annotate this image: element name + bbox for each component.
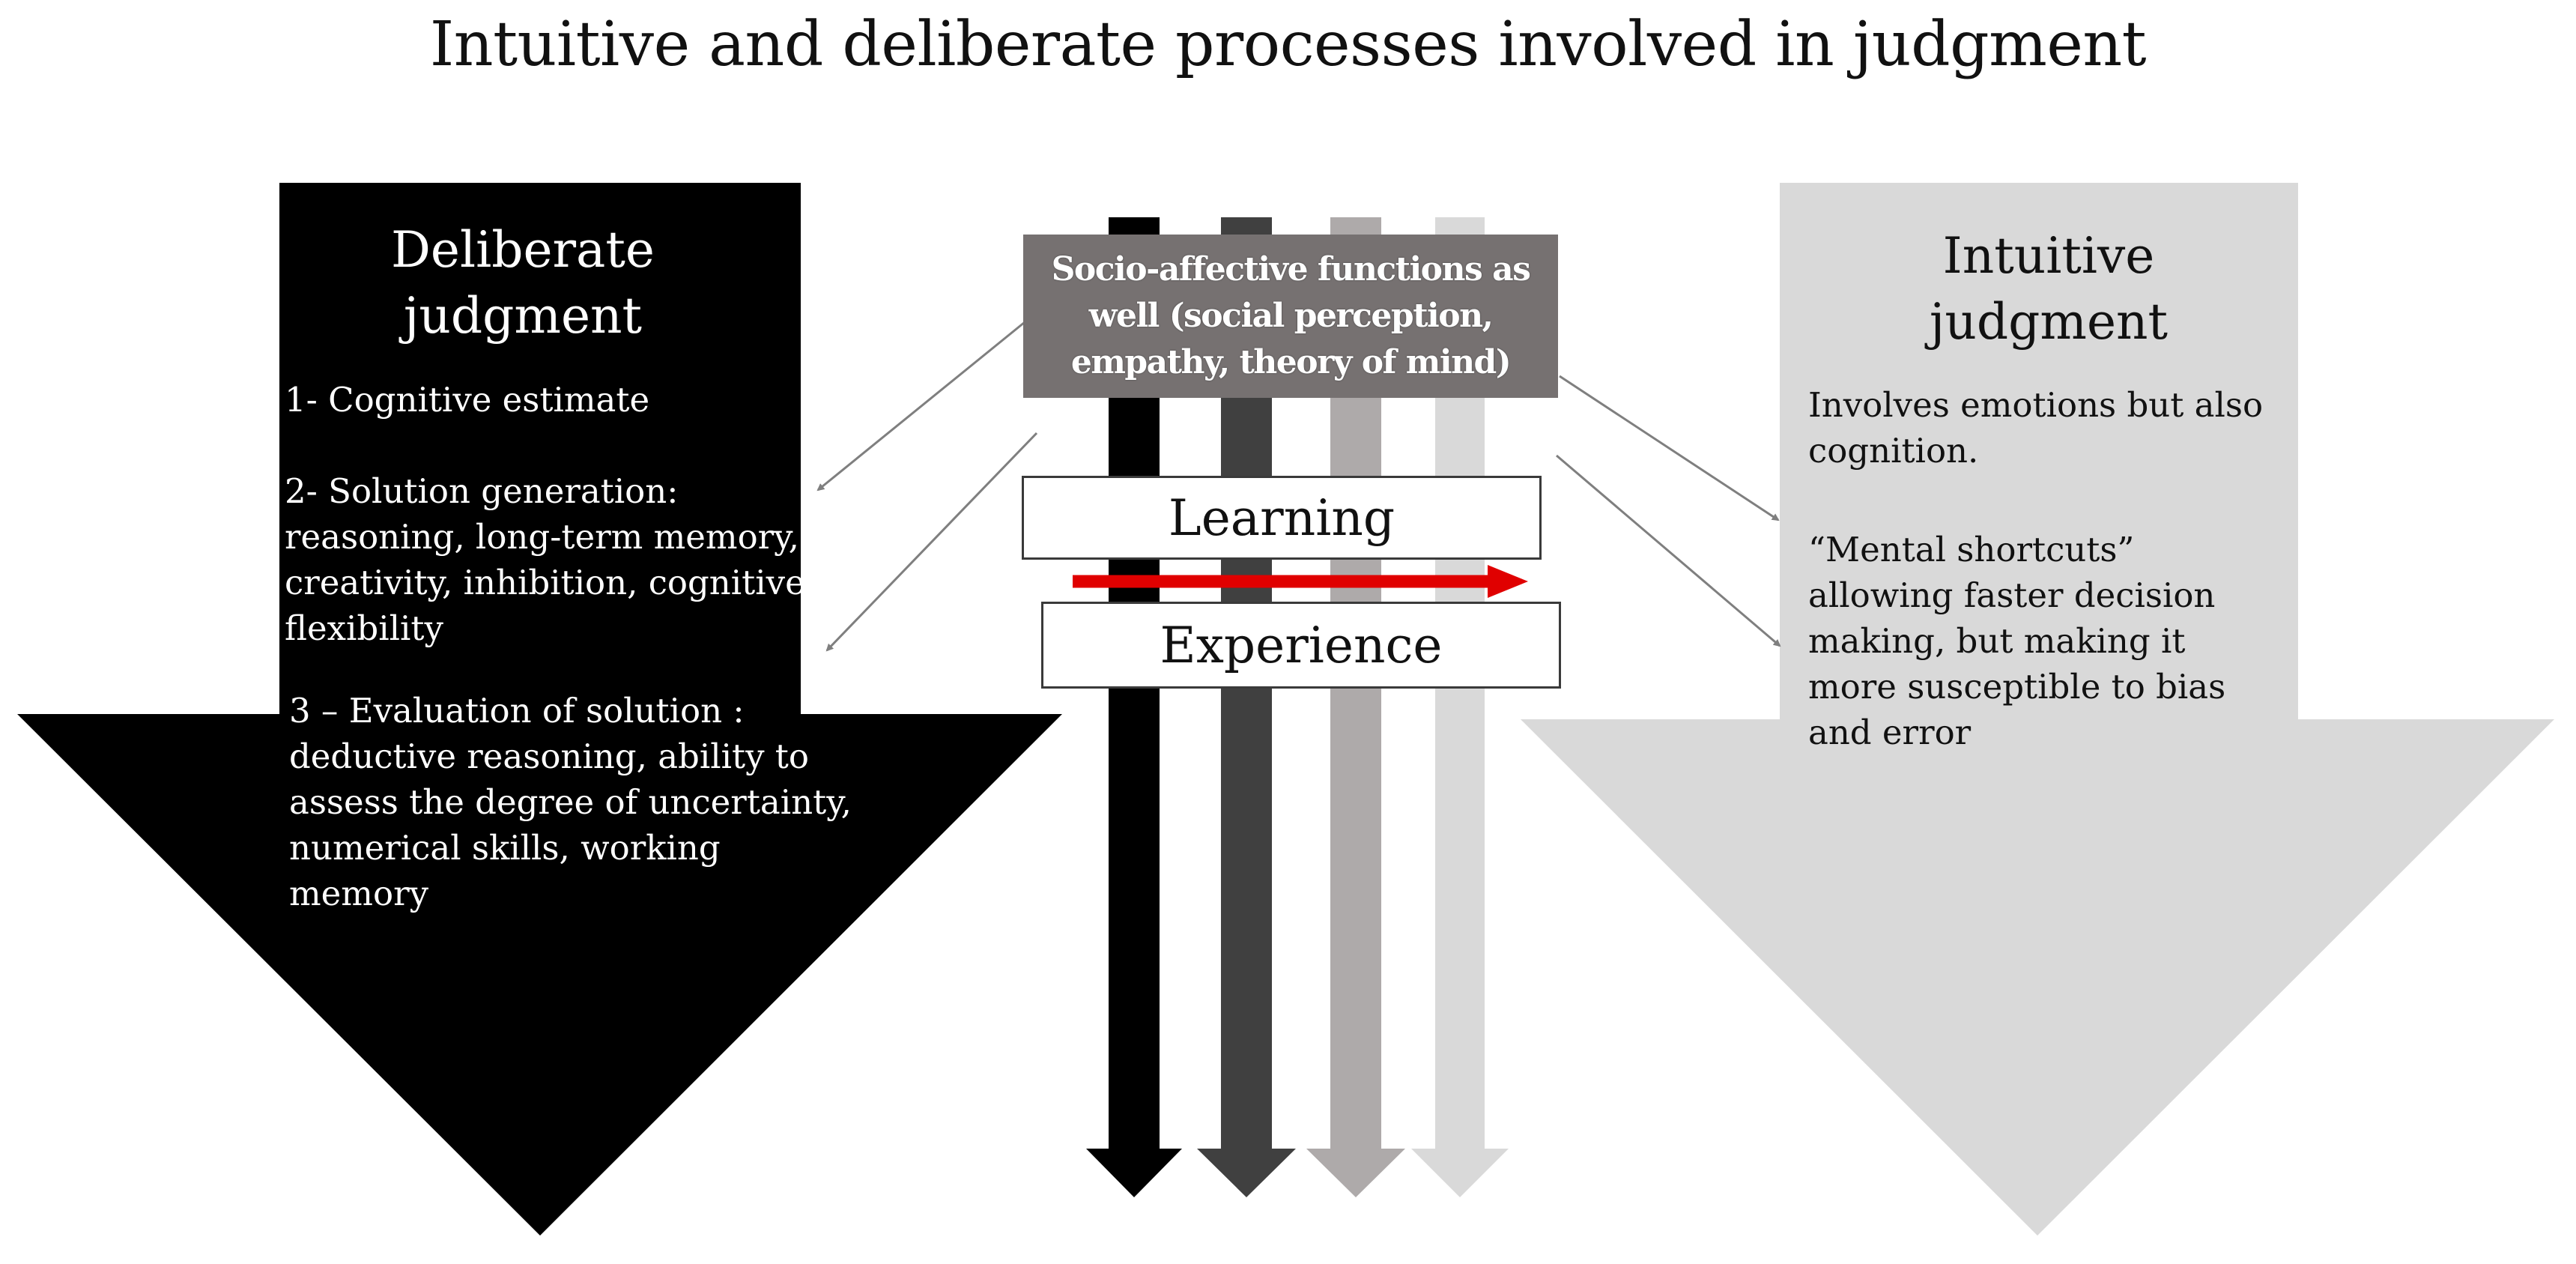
deliberate-item-2-line-4: flexibility [285,608,443,648]
intuitive-para-2-line-4: more susceptible to bias [1808,667,2226,707]
deliberate-heading: Deliberate judgment [279,217,766,349]
intuitive-para-2-line-3: making, but making it [1808,621,2186,661]
intuitive-heading-line-1: Intuitive [1942,227,2155,285]
progress-arrowhead [1488,565,1528,598]
deliberate-item-3-line-3: assess the degree of uncertainty, [289,782,852,822]
connector-arrow-lower-right [1556,454,1781,647]
learning-label: Learning [1168,489,1395,547]
deliberate-item-3: 3 – Evaluation of solution : deductive r… [289,688,903,916]
socio-line-3: empathy, theory of mind) [1070,343,1512,381]
deliberate-heading-line-2: judgment [403,287,643,345]
deliberate-arrow [17,183,1062,1236]
intuitive-para-2-line-1: “Mental shortcuts” [1808,530,2135,569]
intuitive-para-1-line-1: Involves emotions but also [1808,385,2264,425]
deliberate-item-1-text: 1- Cognitive estimate [285,380,650,420]
intuitive-heading-line-2: judgment [1929,293,2169,351]
socio-line-2: well (social perception, [1088,297,1494,335]
vertical-arrow-darkgray [1197,217,1296,1197]
connector-arrow-upper-left [816,321,1025,492]
deliberate-item-3-line-5: memory [289,874,428,913]
intuitive-heading: Intuitive judgment [1805,223,2292,355]
intuitive-paragraph-1: Involves emotions but also cognition. [1808,382,2288,474]
intuitive-arrow [1521,183,2554,1236]
deliberate-item-1: 1- Cognitive estimate [285,377,869,423]
diagram-title: Intuitive and deliberate processes invol… [429,9,2147,80]
deliberate-item-3-line-4: numerical skills, working [289,828,721,868]
vertical-arrow-lightgray [1411,217,1509,1197]
vertical-arrow-midgray [1306,217,1405,1197]
intuitive-para-2-line-5: and error [1808,713,1972,752]
vertical-arrow-black [1086,217,1182,1197]
connector-arrow-lower-left [825,432,1038,652]
deliberate-item-2-line-2: reasoning, long-term memory, [285,517,799,557]
learning-box: Learning [1022,476,1542,560]
deliberate-item-3-line-1: 3 – Evaluation of solution : [289,691,745,731]
socio-affective-box: Socio-affective functions as well (socia… [1023,235,1558,398]
deliberate-heading-line-1: Deliberate [391,221,655,279]
deliberate-item-2-line-3: creativity, inhibition, cognitive [285,563,805,602]
socio-line-1: Socio-affective functions as [1051,250,1531,288]
experience-box: Experience [1041,602,1561,689]
connector-arrow-upper-right [1559,375,1780,521]
intuitive-paragraph-2: “Mental shortcuts” allowing faster decis… [1808,527,2288,755]
deliberate-item-3-line-2: deductive reasoning, ability to [289,737,809,776]
deliberate-item-2-line-1: 2- Solution generation: [285,471,679,511]
intuitive-para-1-line-2: cognition. [1808,431,1979,471]
experience-label: Experience [1160,616,1443,674]
intuitive-para-2-line-2: allowing faster decision [1808,575,2216,615]
deliberate-item-2: 2- Solution generation: reasoning, long-… [285,468,884,651]
